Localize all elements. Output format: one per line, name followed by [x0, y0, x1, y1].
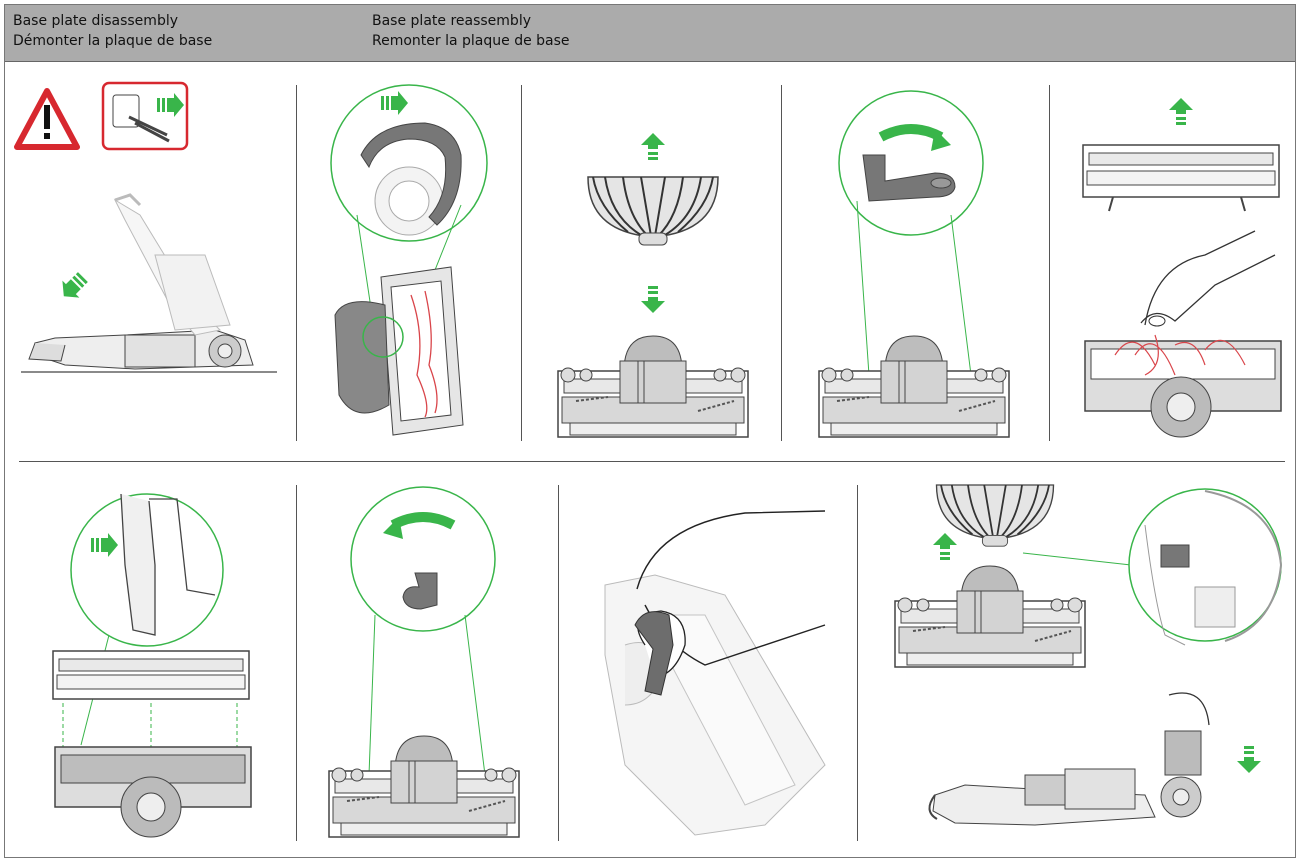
step-plate-off-panel	[1082, 98, 1282, 438]
divider	[558, 485, 559, 841]
header-disassembly-fr: Démonter la plaque de base	[13, 33, 213, 49]
illustrations	[14, 81, 1283, 838]
header-reassembly: Base plate reassembly Remonter la plaque…	[372, 11, 570, 51]
header-disassembly-en: Base plate disassembly	[13, 13, 178, 29]
divider	[857, 485, 858, 841]
arrow-up-icon	[641, 133, 665, 160]
arrow-down-icon	[641, 286, 665, 313]
arrow-up-icon	[1169, 98, 1193, 125]
divider	[521, 85, 522, 441]
divider	[1049, 85, 1050, 441]
step-warning-panel	[14, 81, 277, 373]
unplug-icon	[101, 81, 189, 151]
arrow-down-icon	[55, 268, 92, 305]
divider	[781, 85, 782, 441]
row-divider	[19, 461, 1285, 462]
header-reassembly-en: Base plate reassembly	[372, 13, 531, 29]
step-clip-zoom-panel	[330, 84, 488, 436]
step-align-plate-panel	[52, 493, 252, 838]
arrow-up-icon	[933, 533, 957, 560]
step-press-clip-panel	[604, 510, 826, 836]
header-reassembly-fr: Remonter la plaque de base	[372, 33, 570, 49]
step-rotate-clip-panel	[818, 90, 1010, 438]
divider	[296, 85, 297, 441]
step-rotate-clip-back-panel	[328, 486, 520, 838]
arrow-down-icon	[1237, 746, 1261, 773]
divider	[296, 485, 297, 841]
header-bar: Base plate disassembly Démonter la plaqu…	[5, 5, 1295, 62]
step-remove-ball-panel	[557, 133, 749, 438]
header-disassembly: Base plate disassembly Démonter la plaqu…	[13, 11, 212, 51]
instruction-sheet: Base plate disassembly Démonter la plaqu…	[4, 4, 1296, 858]
step-refit-ball-panel	[894, 484, 1283, 826]
